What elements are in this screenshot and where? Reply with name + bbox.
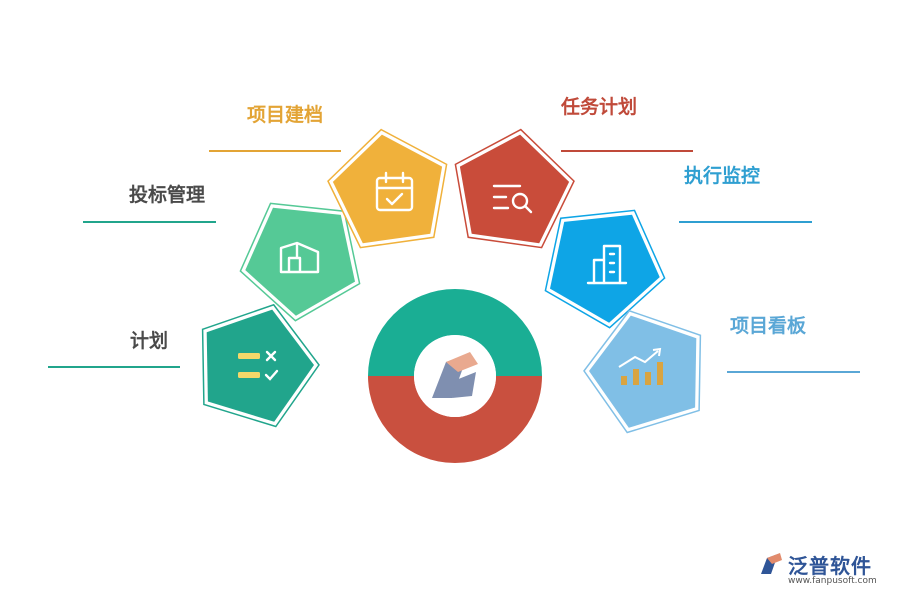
- list-search-icon: [492, 184, 533, 214]
- rule-bidding: [83, 221, 216, 223]
- pentagon-fill: [206, 309, 314, 422]
- office-building-icon: [586, 244, 628, 285]
- rule-monitor: [679, 221, 812, 223]
- rule-plan: [48, 366, 180, 368]
- pentagon-board[interactable]: [583, 309, 702, 434]
- fanpu-logo-icon: [432, 352, 478, 398]
- rule-board: [727, 371, 860, 373]
- label-monitor: 执行监控: [684, 165, 761, 187]
- calendar-check-icon: [375, 171, 414, 212]
- label-board: 项目看板: [730, 315, 807, 337]
- brand-url: www.fanpusoft.com: [788, 576, 877, 586]
- rule-archive: [209, 150, 341, 152]
- ring-top-half: [368, 289, 542, 376]
- pentagon-tasks[interactable]: [454, 128, 575, 249]
- brand-name: 泛普软件: [788, 554, 872, 578]
- pentagon-fill: [459, 134, 570, 244]
- bar-chart-trend-icon: [618, 347, 663, 385]
- pentagon-plan[interactable]: [201, 303, 320, 428]
- rule-tasks: [561, 150, 693, 152]
- checklist-icon: [238, 350, 279, 381]
- label-plan: 计划: [130, 330, 169, 352]
- pentagon-fill: [589, 315, 697, 428]
- label-bidding: 投标管理: [129, 184, 206, 206]
- brand-logo-icon: [761, 553, 782, 574]
- building-icon: [279, 241, 320, 274]
- ring-bottom-half: [368, 376, 542, 463]
- label-archive: 项目建档: [247, 104, 324, 126]
- center-ring: [368, 289, 542, 463]
- brand-watermark: 泛普软件 www.fanpusoft.com: [758, 550, 888, 594]
- label-tasks: 任务计划: [561, 96, 638, 118]
